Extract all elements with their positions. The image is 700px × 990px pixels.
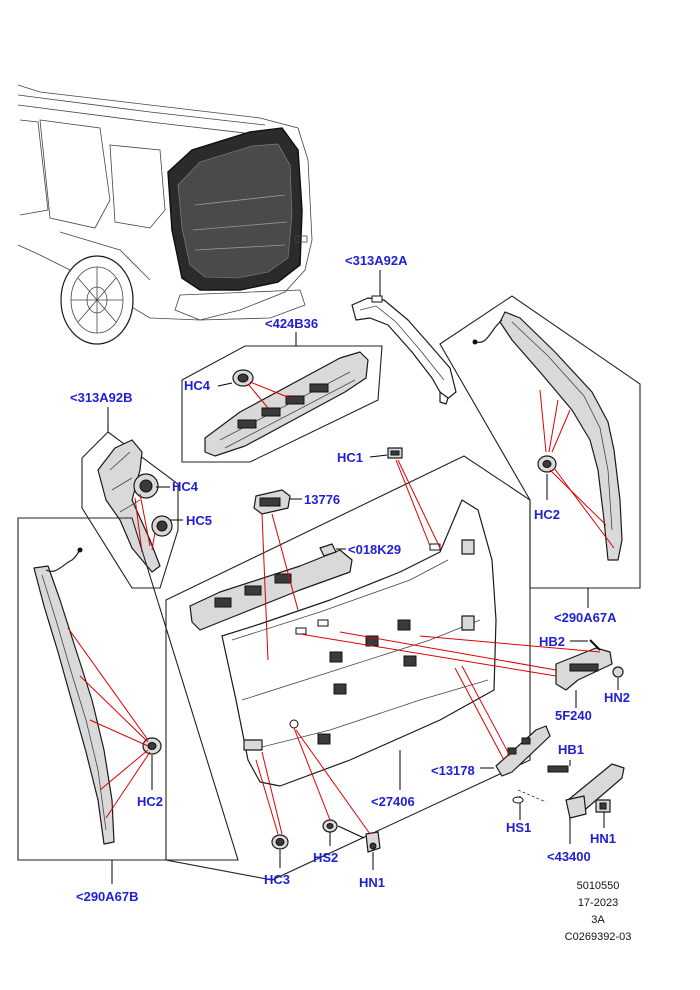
part-5F240 bbox=[299, 631, 624, 708]
callout-HC4-upper: HC4 bbox=[184, 378, 211, 393]
part-313A92A-trim bbox=[351, 295, 457, 405]
callout-HN2: HN2 bbox=[604, 690, 630, 705]
callout-HC1: HC1 bbox=[337, 450, 363, 465]
callout-HC5: HC5 bbox=[186, 513, 212, 528]
callout-13776: 13776 bbox=[304, 492, 340, 507]
callout-290A67A: <290A67A bbox=[554, 610, 617, 625]
part-13178 bbox=[454, 665, 551, 777]
part-13776 bbox=[253, 489, 302, 661]
callout-43400: <43400 bbox=[547, 849, 591, 864]
part-424B36-group bbox=[181, 345, 383, 463]
part-27406-group bbox=[165, 455, 531, 881]
clip-HS2 bbox=[293, 727, 338, 846]
callout-424B36: <424B36 bbox=[265, 316, 318, 331]
clip-HN1-lower bbox=[295, 729, 381, 870]
callout-HN1-lower: HN1 bbox=[359, 875, 385, 890]
callout-HB1: HB1 bbox=[558, 742, 584, 757]
reference-block: 5010550 17-2023 3A C0269392-03 bbox=[565, 880, 632, 943]
callout-HC3: HC3 bbox=[264, 872, 290, 887]
clip-HC1 bbox=[369, 447, 441, 549]
ref-line-4: C0269392-03 bbox=[565, 931, 632, 943]
callout-HS1: HS1 bbox=[506, 820, 531, 835]
vehicle-rear-view bbox=[17, 84, 313, 345]
part-313A92B-group bbox=[81, 431, 179, 589]
ref-line-2: 17-2023 bbox=[578, 897, 618, 909]
callout-313A92B: <313A92B bbox=[70, 390, 133, 405]
part-290A67B-group bbox=[17, 517, 239, 861]
ref-line-1: 5010550 bbox=[577, 880, 620, 892]
callout-HB2: HB2 bbox=[539, 634, 565, 649]
clip-HC3 bbox=[255, 751, 289, 868]
callout-27406: <27406 bbox=[371, 794, 415, 809]
callout-HC4-lower: HC4 bbox=[172, 479, 199, 494]
clip-018K29 bbox=[319, 543, 346, 557]
callout-313A92A: <313A92A bbox=[345, 253, 408, 268]
callout-13178: <13178 bbox=[431, 763, 475, 778]
callout-HC2-left: HC2 bbox=[137, 794, 163, 809]
callout-HN1-right: HN1 bbox=[590, 831, 616, 846]
callout-HS2: HS2 bbox=[313, 850, 338, 865]
callout-5F240: 5F240 bbox=[555, 708, 592, 723]
part-43400 bbox=[512, 760, 625, 844]
part-290A67A-group bbox=[439, 295, 641, 589]
callout-HC2-right: HC2 bbox=[534, 507, 560, 522]
callout-290A67B: <290A67B bbox=[76, 889, 139, 904]
callout-018K29: <018K29 bbox=[348, 542, 401, 557]
ref-line-3: 3A bbox=[591, 914, 605, 926]
